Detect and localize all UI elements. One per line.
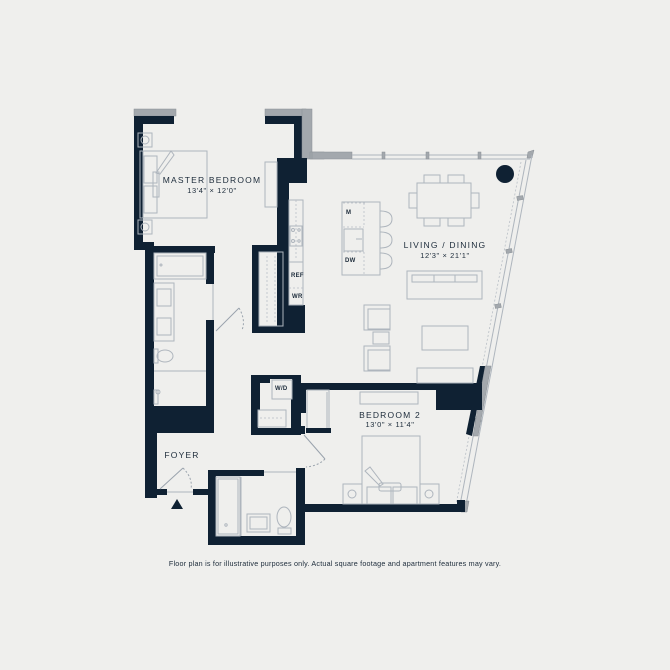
fixture-label-refrigerator: REF: [291, 273, 304, 279]
fixture-label-washer-dryer: W/D: [275, 386, 288, 392]
room-label-bedroom-2: BEDROOM 2: [359, 410, 421, 420]
entry-marker-icon: [171, 499, 183, 509]
guest-bath: [215, 476, 292, 537]
kitchen: [288, 199, 393, 306]
master-bedroom-furniture: [137, 132, 278, 235]
room-dimensions-bedroom-2: 13'0" × 11'4": [365, 420, 415, 429]
master-bath: [153, 252, 244, 405]
disclaimer-text: Floor plan is for illustrative purposes …: [168, 559, 502, 568]
room-dimensions-master-bedroom: 13'4" × 12'0": [187, 186, 237, 195]
room-dimensions-living-dining: 12'3" × 21'1": [420, 251, 470, 260]
fixture-label-wine-refrigerator: WR: [292, 294, 303, 300]
fixture-label-dishwasher: DW: [345, 258, 356, 264]
foyer: [159, 467, 296, 509]
room-label-living-dining: LIVING / DINING: [403, 240, 487, 250]
room-label-foyer: FOYER: [164, 450, 200, 460]
room-label-master-bedroom: MASTER BEDROOM: [162, 175, 262, 185]
living-dining-furniture: [363, 165, 514, 384]
bedroom-2-furniture: [303, 391, 440, 505]
hall-closet: [258, 251, 284, 327]
fixture-label-microwave: M: [346, 210, 352, 216]
